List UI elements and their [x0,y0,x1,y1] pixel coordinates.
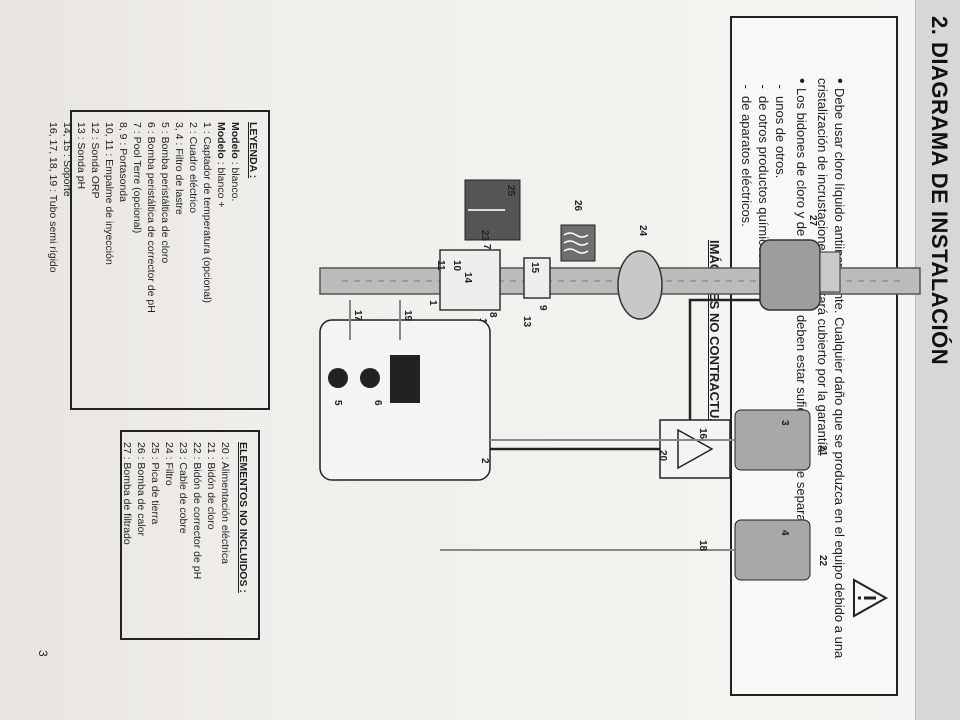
legend-item: 6 : Bomba peristáltica de corrector de p… [145,122,157,313]
chlorine-container: 3 [734,409,811,471]
label-13: 13 [521,316,532,328]
not-included-item: 22 : Bidón de corrector de pH [191,442,203,580]
not-included-box: ELEMENTOS NO INCLUIDOS : 20 : Alimentaci… [120,430,260,640]
not-included-item: 27 : Bomba de filtrado [121,442,133,545]
ph-container: 4 [734,519,811,581]
control-display [390,355,420,403]
heat-pump [560,224,596,262]
legend-item: 14, 15 : Soporte [61,122,73,197]
not-included-item: 25 : Pica de tierra [149,442,161,525]
legend-box: LEYENDA : Modelo : blanco. Modelo : blan… [47,110,270,410]
label-22: 22 [817,555,828,567]
legend-item: 3, 4 : Filtro de lastre [173,122,185,215]
label-16: 16 [697,428,708,440]
legend-item: 16, 17, 18, 19 : Tubo semi rígido [47,122,59,273]
legend-model-a: Modelo : blanco. [229,122,241,202]
label-18: 18 [697,540,708,552]
legend-item: 2 : Cuadro eléctrico [187,122,199,214]
holder-14 [439,249,501,311]
not-included-item: 21 : Bidón de cloro [205,442,217,530]
label-11: 11 [435,260,446,271]
legend-item: 10, 11 : Empalme de inyección [103,122,115,265]
label-5: 5 [332,400,343,406]
peristaltic-pump-5 [328,368,348,388]
holder-15 [523,257,551,299]
warning-triangle-icon [853,578,888,618]
not-included-title: ELEMENTOS NO INCLUIDOS : [237,442,249,593]
label-21: 21 [817,445,828,457]
label-8: 8 [487,312,498,318]
not-included-item: 20 : Alimentación eléctrica [219,442,231,564]
legend-title: LEYENDA : [247,122,259,179]
label-7: 7 [481,244,492,250]
label-14: 14 [462,272,473,284]
label-25: 25 [505,185,516,197]
not-included-item: 23 : Cable de cobre [177,442,189,534]
pump-cable [688,298,760,420]
filtration-pump [759,239,841,311]
label-4: 4 [779,530,790,536]
power-supply-box [659,419,731,479]
label-23: 23 [479,230,490,242]
label-19: 19 [402,310,413,322]
page-number: 3 [36,650,50,657]
legend-item: 13 : Sonda pH [75,122,87,190]
label-9: 9 [537,305,548,311]
warning-box: Debe usar cloro líquido antiincrustante.… [730,16,898,696]
filter [617,250,663,320]
label-20: 20 [657,450,668,462]
not-included-item: 26 : Bomba de calor [135,442,147,536]
legend-item: 1 : Captador de temperatura (opcional) [201,122,213,303]
label-15: 15 [529,262,540,274]
label-24: 24 [637,225,648,237]
peristaltic-pump-6 [360,368,380,388]
label-3: 3 [779,420,790,426]
label-10: 10 [451,260,462,272]
label-6: 6 [372,400,383,406]
legend-item: 8, 9 : Portasonda [117,122,129,202]
legend-item: 7 : Pool Terre (opcional) [131,122,143,234]
label-17: 17 [352,310,363,322]
label-1: 1 [427,300,438,306]
legend-item: 12 : Sonda ORP [89,122,101,199]
label-26: 26 [572,200,583,212]
legend-item: 5 : Bomba peristáltica de cloro [159,122,171,264]
label-27: 27 [807,215,818,227]
legend-model-b: Modelo : blanco + [215,122,227,208]
label-2: 2 [479,458,490,464]
not-included-item: 24 : Filtro [163,442,175,486]
